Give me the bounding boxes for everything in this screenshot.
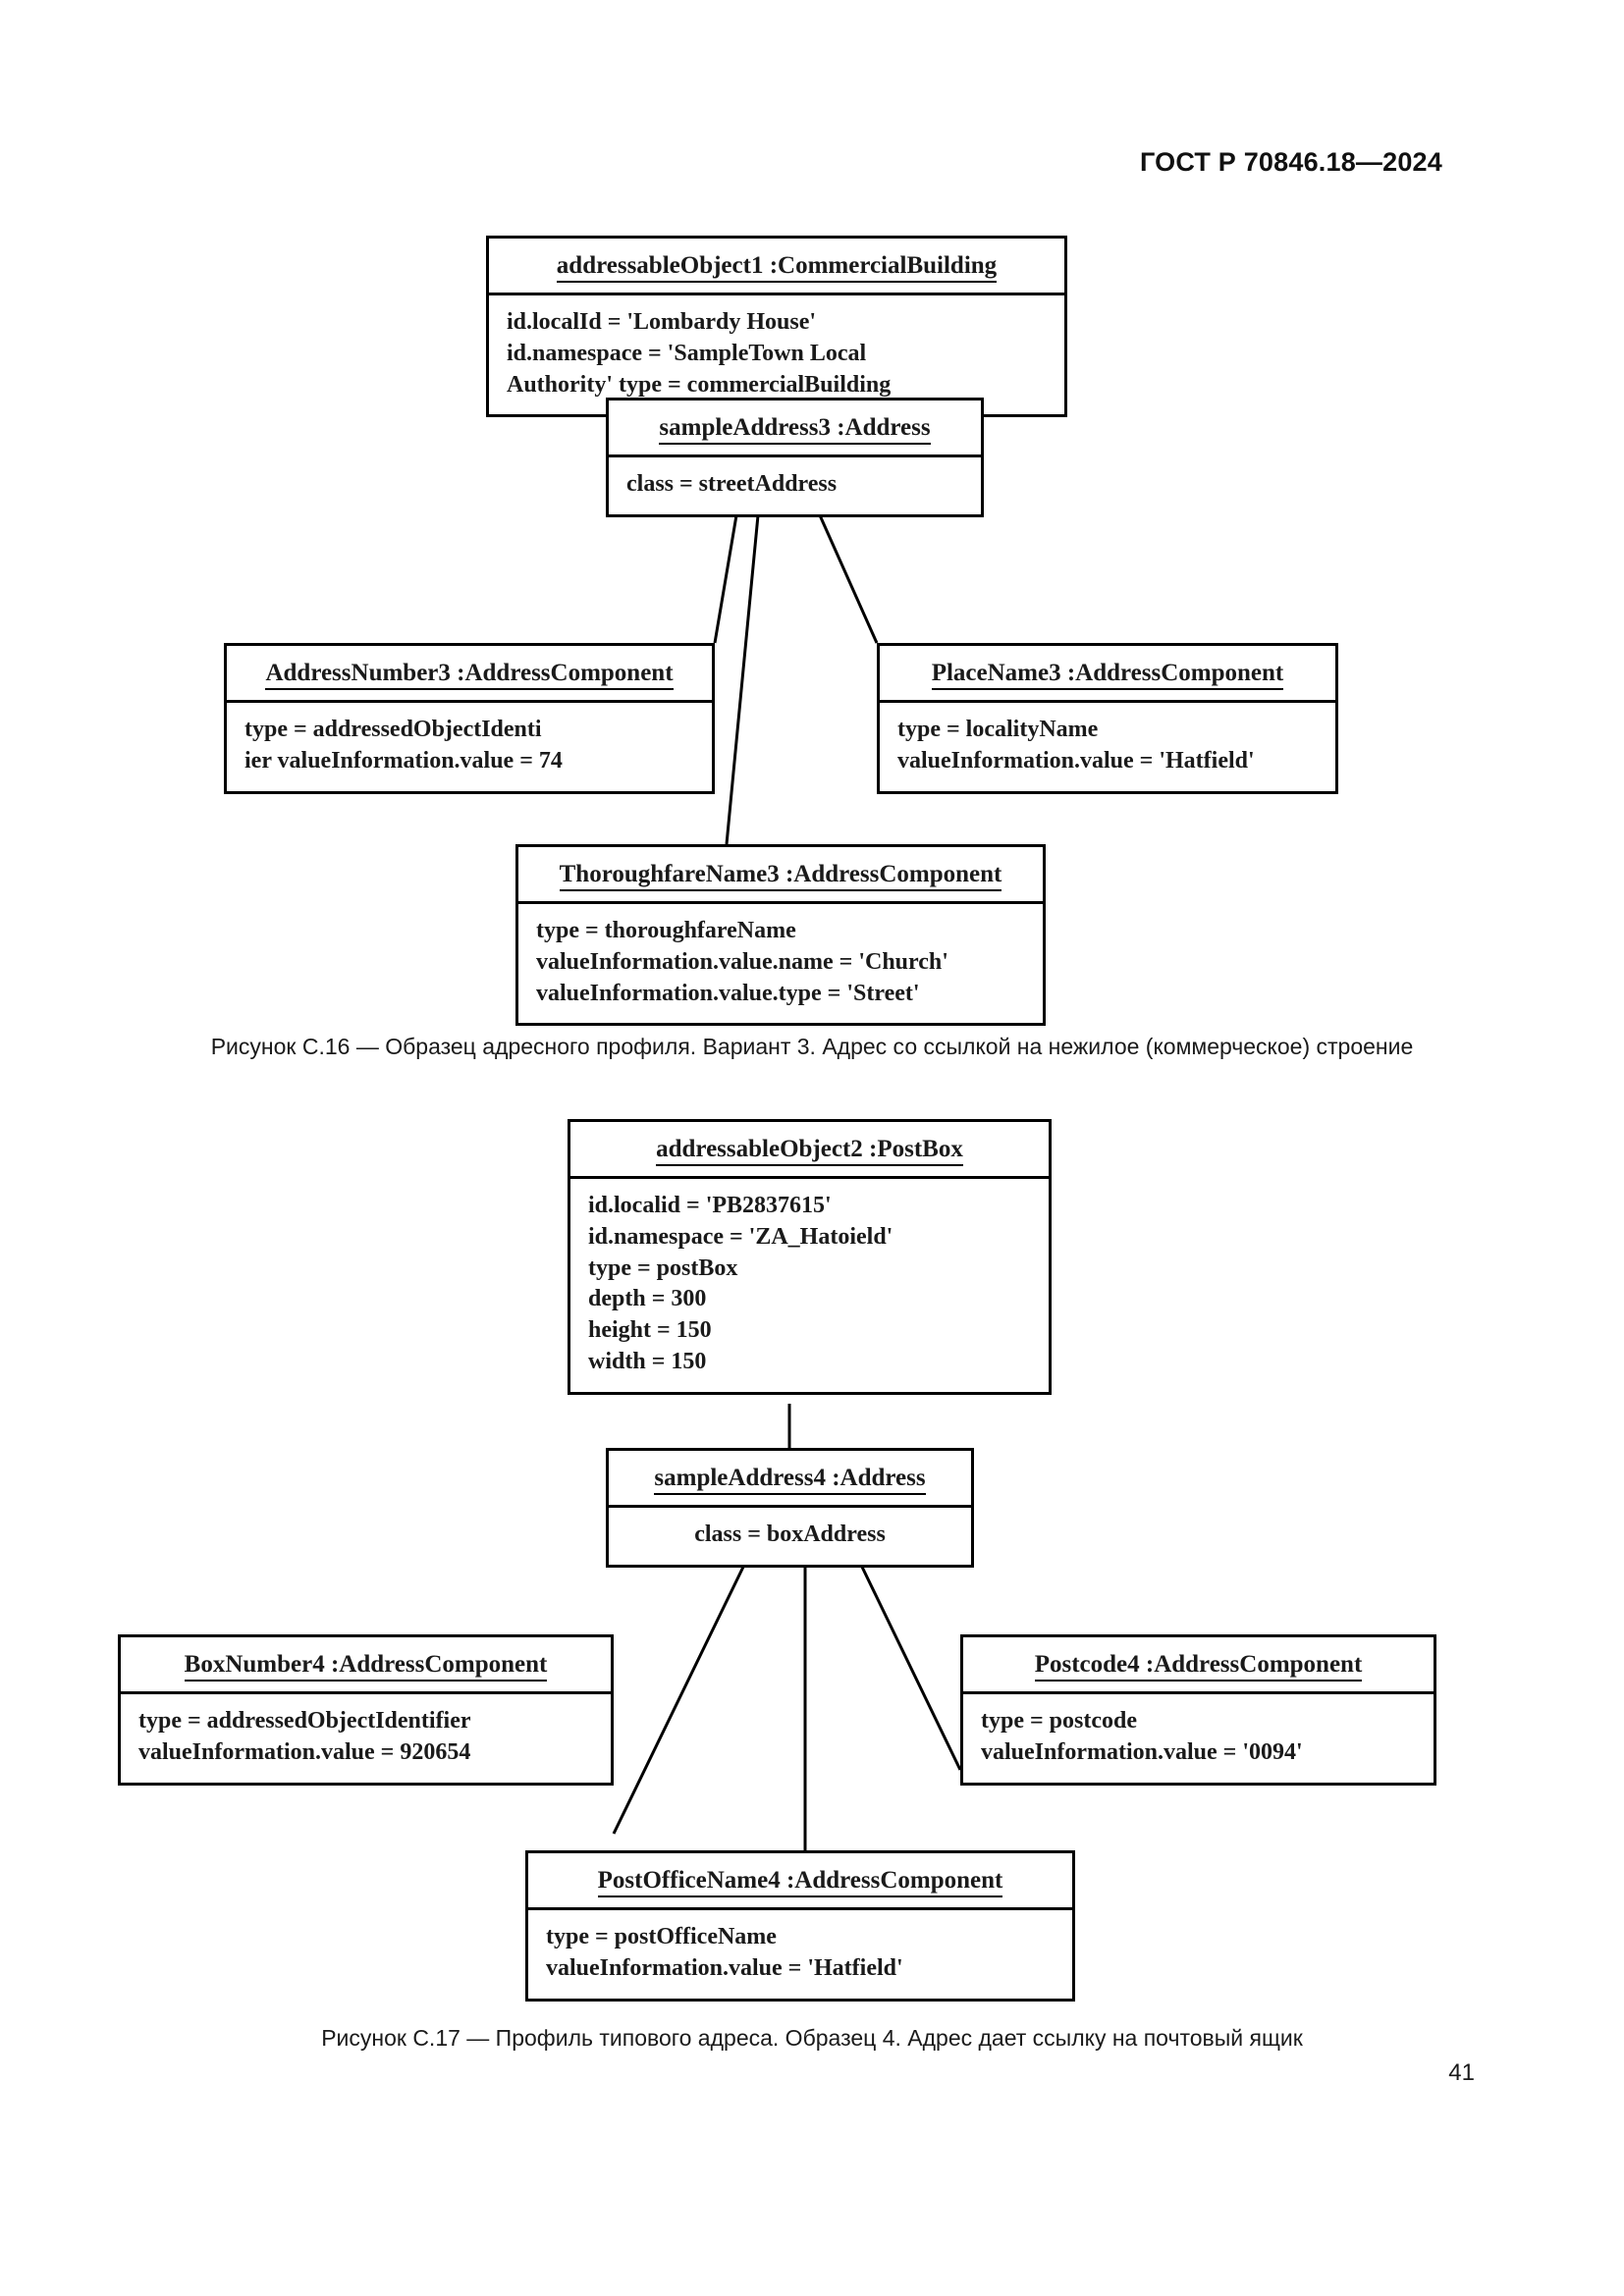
connector-address4-to-boxnumber4 xyxy=(612,1560,748,1835)
uml-object-diagram-c16: addressableObject1 :CommercialBuilding i… xyxy=(0,221,1624,1036)
uml-box-attributes: class = boxAddress xyxy=(609,1504,971,1565)
uml-box-attributes: type = localityName valueInformation.val… xyxy=(880,699,1335,791)
uml-attribute-row: type = localityName xyxy=(897,716,1099,742)
uml-attribute-row: valueInformation.value.name = 'Church' xyxy=(536,948,948,975)
uml-box-title: addressableObject2 :PostBox xyxy=(570,1122,1049,1176)
uml-box-thoroughfare-name3: ThoroughfareName3 :AddressComponent type… xyxy=(515,844,1046,1027)
uml-box-sample-address3: sampleAddress3 :Address class = streetAd… xyxy=(606,398,984,517)
figure-caption-c17: Рисунок С.17 — Профиль типового адреса. … xyxy=(321,2025,1303,2051)
uml-attribute-row: class = boxAddress xyxy=(694,1521,886,1547)
page-header-standard-number: ГОСТ Р 70846.18—2024 xyxy=(1140,147,1442,177)
uml-box-title: Postcode4 :AddressComponent xyxy=(963,1637,1434,1691)
uml-box-attributes: id.localid = 'PB2837615' id.namespace = … xyxy=(570,1175,1049,1392)
uml-attribute-row: id.localid = 'PB2837615' xyxy=(588,1192,832,1218)
connector-address3-to-addressnumber3 xyxy=(713,514,738,644)
uml-attribute-row: id.localId = 'Lombardy House' xyxy=(507,308,817,335)
uml-attribute-row: class = streetAddress xyxy=(626,470,838,497)
figure-caption-c16: Рисунок С.16 — Образец адресного профиля… xyxy=(210,1034,1414,1059)
uml-object-diagram-c17: addressableObject2 :PostBox id.localid =… xyxy=(0,1099,1624,2042)
uml-attribute-row: id.namespace = 'SampleTown Local xyxy=(507,340,867,366)
uml-box-attributes: class = streetAddress xyxy=(609,454,981,514)
uml-box-sample-address4: sampleAddress4 :Address class = boxAddre… xyxy=(606,1448,974,1568)
uml-attribute-row: Authority' type = commercialBuilding xyxy=(507,371,892,398)
uml-box-attributes: type = addressedObjectIdentifier valueIn… xyxy=(121,1690,611,1783)
page-number: 41 xyxy=(1448,2059,1475,2086)
uml-box-address-number3: AddressNumber3 :AddressComponent type = … xyxy=(224,643,715,794)
figure-c17: addressableObject2 :PostBox id.localid =… xyxy=(0,1099,1624,2042)
uml-box-title: sampleAddress4 :Address xyxy=(609,1451,971,1505)
uml-attribute-row: type = addressedObjectIdentifier xyxy=(138,1707,471,1734)
uml-attribute-row: type = thoroughfareName xyxy=(536,917,796,943)
figure-c16: addressableObject1 :CommercialBuilding i… xyxy=(0,221,1624,1036)
connector-address3-to-thoroughfarename3 xyxy=(725,514,760,845)
uml-box-attributes: type = thoroughfareName valueInformation… xyxy=(518,900,1043,1024)
uml-attribute-row: height = 150 xyxy=(588,1317,712,1344)
uml-box-title: sampleAddress3 :Address xyxy=(609,400,981,454)
uml-box-title: PlaceName3 :AddressComponent xyxy=(880,646,1335,700)
uml-attribute-row: valueInformation.value = 'Hatfield' xyxy=(897,747,1255,774)
uml-attribute-row: id.namespace = 'ZA_Hatoield' xyxy=(588,1223,893,1250)
uml-box-attributes: type = postOfficeName valueInformation.v… xyxy=(528,1906,1072,1999)
uml-box-post-office-name4: PostOfficeName4 :AddressComponent type =… xyxy=(525,1850,1075,2002)
uml-attribute-row: type = postBox xyxy=(588,1255,738,1281)
uml-box-title: addressableObject1 :CommercialBuilding xyxy=(489,239,1064,293)
uml-attribute-row: type = postOfficeName xyxy=(546,1923,777,1949)
uml-attribute-row: ier valueInformation.value = 74 xyxy=(244,747,563,774)
uml-attribute-row: valueInformation.value = 920654 xyxy=(138,1738,471,1765)
connector-address4-to-postcode4 xyxy=(857,1560,962,1771)
uml-box-title: PostOfficeName4 :AddressComponent xyxy=(528,1853,1072,1907)
uml-attribute-row: valueInformation.value = '0094' xyxy=(981,1738,1303,1765)
uml-box-place-name3: PlaceName3 :AddressComponent type = loca… xyxy=(877,643,1338,794)
uml-box-attributes: id.localId = 'Lombardy House' id.namespa… xyxy=(489,292,1064,415)
uml-attribute-row: type = postcode xyxy=(981,1707,1137,1734)
uml-attribute-row: type = addressedObjectIdenti xyxy=(244,716,542,742)
uml-attribute-row: valueInformation.value = 'Hatfield' xyxy=(546,1954,903,1981)
uml-box-postcode4: Postcode4 :AddressComponent type = postc… xyxy=(960,1634,1436,1786)
uml-box-title: BoxNumber4 :AddressComponent xyxy=(121,1637,611,1691)
uml-box-title: ThoroughfareName3 :AddressComponent xyxy=(518,847,1043,901)
uml-attribute-row: depth = 300 xyxy=(588,1286,707,1312)
uml-box-addressable-object1: addressableObject1 :CommercialBuilding i… xyxy=(486,236,1067,418)
uml-box-box-number4: BoxNumber4 :AddressComponent type = addr… xyxy=(118,1634,614,1786)
uml-box-addressable-object2: addressableObject2 :PostBox id.localid =… xyxy=(568,1119,1052,1396)
uml-box-attributes: type = addressedObjectIdenti ier valueIn… xyxy=(227,699,712,791)
uml-box-title: AddressNumber3 :AddressComponent xyxy=(227,646,712,700)
uml-attribute-row: width = 150 xyxy=(588,1349,707,1375)
uml-attribute-row: valueInformation.value.type = 'Street' xyxy=(536,980,920,1006)
connector-address3-to-placename3 xyxy=(818,514,879,644)
uml-box-attributes: type = postcode valueInformation.value =… xyxy=(963,1690,1434,1783)
